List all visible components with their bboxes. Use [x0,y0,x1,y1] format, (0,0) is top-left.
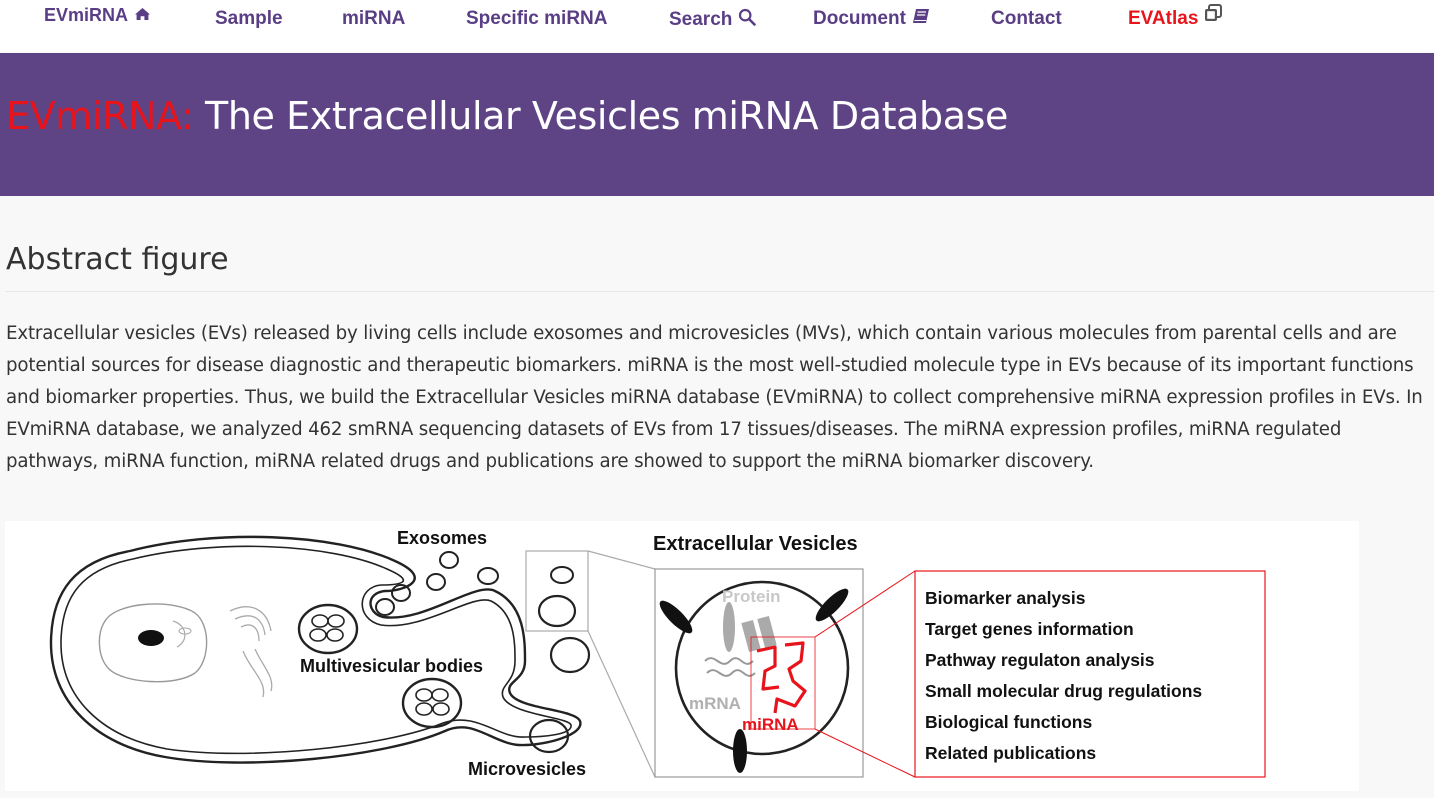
label-protein: Protein [722,587,781,606]
nav-document-label: Document [813,8,906,29]
nav-evatlas-label: EVAtlas [1128,8,1199,29]
label-multivesicular-bodies: Multivesicular bodies [300,656,483,676]
title-banner [0,53,1434,196]
top-navbar: EVmiRNA Sample miRNA Specific miRNA Sear… [0,0,1434,52]
nav-specific-mirna-link[interactable]: Specific miRNA [466,8,607,30]
search-icon [738,8,757,32]
nav-home-link[interactable]: EVmiRNA [44,5,151,26]
nav-mirna-link[interactable]: miRNA [342,8,405,30]
nav-sample-link[interactable]: Sample [215,8,283,30]
feature-item: Related publications [925,743,1096,763]
page-title-text: The Extracellular Vesicles miRNA Databas… [193,94,1008,138]
page-title: EVmiRNA: The Extracellular Vesicles miRN… [6,94,1008,138]
nav-search-link[interactable]: Search [669,8,757,32]
label-extracellular-vesicles: Extracellular Vesicles [653,533,858,555]
feature-item: Pathway regulaton analysis [925,650,1155,670]
nav-mirna-label: miRNA [342,8,406,29]
nav-evatlas-link[interactable]: EVAtlas [1128,4,1223,30]
nav-contact-label: Contact [991,8,1062,29]
feature-list: Biomarker analysis Target genes informat… [925,588,1202,763]
feature-item: Biomarker analysis [925,588,1086,608]
nav-sample-label: Sample [215,8,283,29]
section-heading: Abstract figure [6,242,229,277]
nav-document-link[interactable]: Document [813,8,930,30]
abstract-figure-graphic: Exosomes Multivesicular bodies Microvesi… [49,528,1266,779]
section-divider [6,291,1434,292]
label-microvesicles: Microvesicles [468,759,586,779]
label-mirna: miRNA [742,715,799,734]
nav-brand-label: EVmiRNA [44,5,129,25]
page-title-brand: EVmiRNA: [6,94,194,138]
nav-specific-mirna-label: Specific miRNA [466,8,608,29]
label-exosomes: Exosomes [397,528,487,548]
book-icon [912,8,930,30]
feature-item: Small molecular drug regulations [925,681,1202,701]
label-mrna: mRNA [689,694,741,713]
feature-item: Biological functions [925,712,1092,732]
external-window-icon [1204,4,1223,28]
nav-search-label: Search [669,9,733,30]
abstract-figure: Exosomes Multivesicular bodies Microvesi… [5,521,1359,791]
feature-item: Target genes information [925,619,1134,639]
abstract-paragraph: Extracellular vesicles (EVs) released by… [6,323,1423,472]
home-icon [134,5,151,26]
ev-detail-illustration [654,568,1266,778]
nav-contact-link[interactable]: Contact [991,8,1062,30]
cell-illustration [49,535,656,778]
